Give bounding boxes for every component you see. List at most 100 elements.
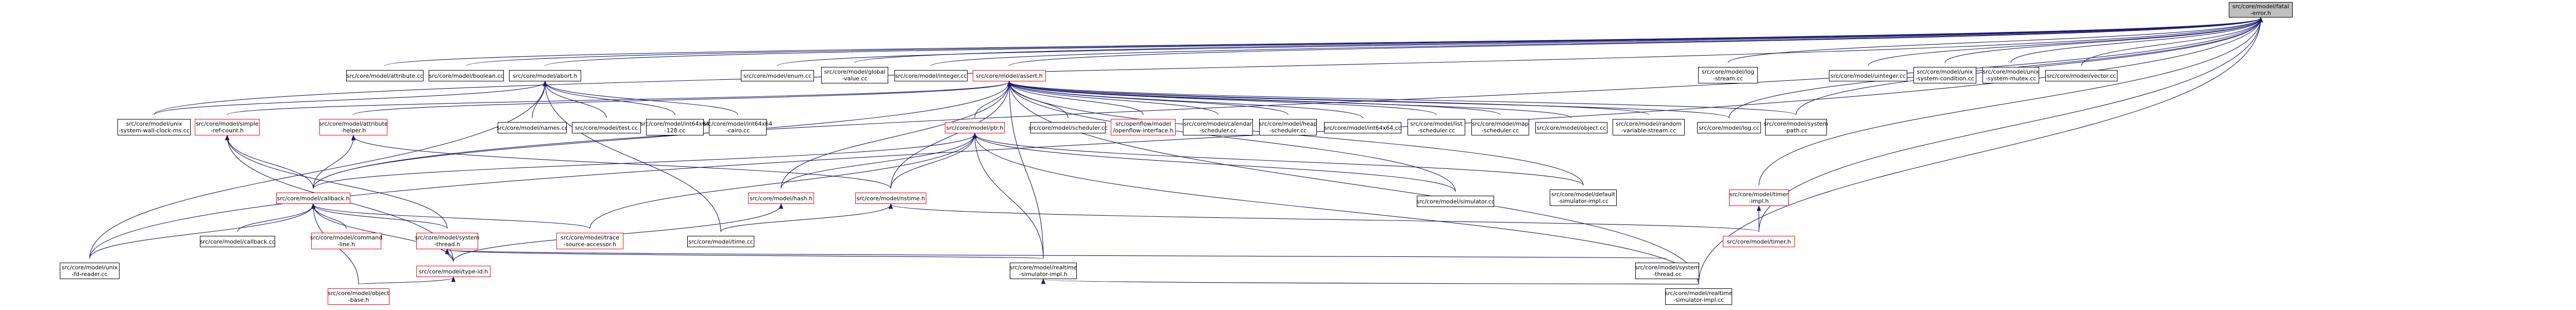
node-timer-h[interactable]: src/core/model/timer.h [1723, 236, 1795, 247]
node-unix-system-condition-cc[interactable]: src/core/model/unix -system-condition.cc [1913, 67, 1976, 83]
node-int64x64-cc[interactable]: src/core/model/int64x64.cc [1324, 122, 1401, 133]
dependency-edge [313, 135, 354, 189]
dependency-edge [154, 81, 546, 115]
dependency-edge [313, 133, 975, 189]
node-time-cc[interactable]: src/core/model/time.cc [687, 236, 754, 247]
node-calendar-scheduler-cc[interactable]: src/core/model/calendar -scheduler.cc [1183, 119, 1253, 135]
dependency-edge [974, 133, 1699, 285]
edge-arrowhead [451, 276, 456, 282]
node-nstime-h[interactable]: src/core/model/nstime.h [855, 193, 926, 204]
dependency-edge [353, 81, 1010, 115]
dependency-edge [890, 81, 1010, 189]
node-abort-h[interactable]: src/core/model/abort.h [509, 70, 581, 81]
node-assert-h[interactable]: src/core/model/assert.h [973, 70, 1046, 81]
node-map-scheduler-cc[interactable]: src/core/model/map -scheduler.cc [1471, 119, 1529, 135]
node-unix-fd-reader-cc[interactable]: src/core/model/unix -fd-reader.cc [60, 263, 120, 279]
dependency-edge [781, 81, 1010, 189]
dependency-edge [890, 133, 975, 189]
dependency-edge [1758, 18, 2261, 232]
node-int64x64-128-cc[interactable]: src/core/model/int64x64 -128.cc [640, 119, 709, 135]
node-object-base-h[interactable]: src/core/model/object -base.h [328, 288, 389, 305]
edge-arrowhead [1007, 80, 1012, 87]
node-names-cc[interactable]: src/core/model/names.cc [497, 122, 568, 133]
node-log-cc[interactable]: src/core/model/log.cc [1697, 122, 1761, 133]
node-attribute-cc[interactable]: src/core/model/attribute.cc [346, 70, 423, 81]
node-system-thread-h[interactable]: src/core/model/system -thread.h [415, 233, 480, 249]
edge-arrowhead [2258, 16, 2263, 23]
dependency-edge [1698, 18, 2261, 285]
node-callback-h[interactable]: src/core/model/callback.h [276, 193, 350, 204]
edge-arrowhead [311, 203, 316, 209]
dependency-edge [589, 133, 975, 229]
node-command-line-h[interactable]: src/core/model/command -line.h [310, 233, 382, 249]
node-simulator-cc[interactable]: src/core/model/simulator.cc [1416, 196, 1495, 207]
dependency-edge [447, 249, 1668, 259]
dependency-edge [227, 135, 448, 229]
dependency-edge [358, 277, 454, 285]
node-unix-system-mutex-cc[interactable]: src/core/model/unix -system-mutex.cc [1982, 67, 2039, 83]
node-enum-cc[interactable]: src/core/model/enum.cc [741, 70, 814, 81]
dependency-edge [313, 18, 2261, 189]
edge-arrowhead [225, 134, 230, 141]
node-int64x64-cairo-cc[interactable]: src/core/model/int64x64 -cairo.cc [703, 119, 772, 135]
dependency-edge [854, 18, 2261, 63]
node-simple-ref-count-h[interactable]: src/core/model/simple -ref-count.h [195, 119, 260, 135]
node-global-value-cc[interactable]: src/core/model/global -value.cc [821, 67, 888, 83]
node-hash-h[interactable]: src/core/model/hash.h [748, 193, 814, 204]
node-callback-cc[interactable]: src/core/model/callback.cc [200, 236, 275, 247]
dependency-edge [1009, 81, 1730, 118]
node-default-simulator-impl-cc[interactable]: src/core/model/default -simulator-impl.c… [1550, 190, 1617, 206]
dependency-edge [313, 81, 1010, 189]
dependency-edge [447, 249, 1044, 259]
dependency-edge [890, 204, 1759, 232]
edge-arrowhead [351, 134, 356, 141]
node-system-thread-cc[interactable]: src/core/model/system -thread.cc [1635, 263, 1700, 279]
node-scheduler-cc[interactable]: src/core/model/scheduler.cc [1028, 122, 1108, 133]
node-list-scheduler-cc[interactable]: src/core/model/list -scheduler.cc [1408, 119, 1465, 135]
node-uinteger-cc[interactable]: src/core/model/uinteger.cc [1829, 70, 1907, 81]
dependency-edge [2081, 18, 2261, 66]
node-heap-scheduler-cc[interactable]: src/core/model/heap -scheduler.cc [1259, 119, 1317, 135]
dependency-edge [2010, 18, 2261, 63]
node-realtime-simulator-impl-h[interactable]: src/core/model/realtime -simulator-impl.… [1010, 263, 1077, 279]
dependency-edge [545, 81, 675, 115]
edge-arrowhead [1756, 205, 1761, 211]
node-vector-cc[interactable]: src/core/model/vector.cc [2045, 70, 2117, 81]
dependency-edge [545, 81, 738, 115]
node-ptr-h[interactable]: src/core/model/ptr.h [945, 122, 1005, 133]
node-random-variable-stream-cc[interactable]: src/core/model/random -variable-stream.c… [1613, 119, 1685, 135]
node-system-path-cc[interactable]: src/core/model/system -path.cc [1764, 119, 1828, 135]
node-object-cc[interactable]: src/core/model/object.cc [1535, 122, 1607, 133]
dependency-edge [313, 204, 448, 229]
node-type-id-h[interactable]: src/core/model/type-id.h [416, 266, 490, 277]
dependency-edge [1043, 279, 1699, 285]
dependency-edge [353, 135, 891, 189]
node-integer-cc[interactable]: src/core/model/integer.cc [894, 70, 968, 81]
edge-arrowhead [972, 132, 977, 139]
node-test-cc[interactable]: src/core/model/test.cc [572, 122, 641, 133]
node-timer-impl-h[interactable]: src/core/model/timer -impl.h [1729, 190, 1789, 206]
dependency-edge [1009, 18, 2261, 66]
dependency-edge [781, 133, 975, 189]
edge-arrowhead [543, 80, 548, 87]
edge-arrowhead [888, 203, 893, 209]
dependency-edge [974, 133, 1044, 259]
node-unix-system-wall-clock-ms-cc[interactable]: src/core/model/unix -system-wall-clock-m… [117, 119, 191, 135]
dependency-edge [974, 81, 1010, 118]
dependency-edge [1009, 81, 1144, 115]
node-log-stream-cc[interactable]: src/core/model/log -stream.cc [1698, 67, 1758, 83]
dependency-edge [89, 81, 546, 259]
node-openflow-interface-h[interactable]: src/openflow/model /openflow-interface.h [1111, 119, 1176, 135]
dependency-edge [1009, 81, 1363, 118]
dependency-edge [1009, 81, 1289, 115]
node-realtime-simulator-impl-cc[interactable]: src/core/model/realtime -simulator-impl.… [1665, 288, 1732, 305]
node-boolean-cc[interactable]: src/core/model/boolean.cc [429, 70, 504, 81]
dependency-edge [1009, 81, 1797, 115]
node-attribute-helper-h[interactable]: src/core/model/attribute -helper.h [319, 119, 388, 135]
dependency-edge [720, 204, 891, 232]
dependency-edge [1758, 18, 2261, 186]
dependency-edge [974, 133, 1456, 192]
node-trace-source-accessor-h[interactable]: src/core/model/trace -source-accessor.h [556, 233, 623, 249]
dependency-edge [154, 18, 2261, 115]
